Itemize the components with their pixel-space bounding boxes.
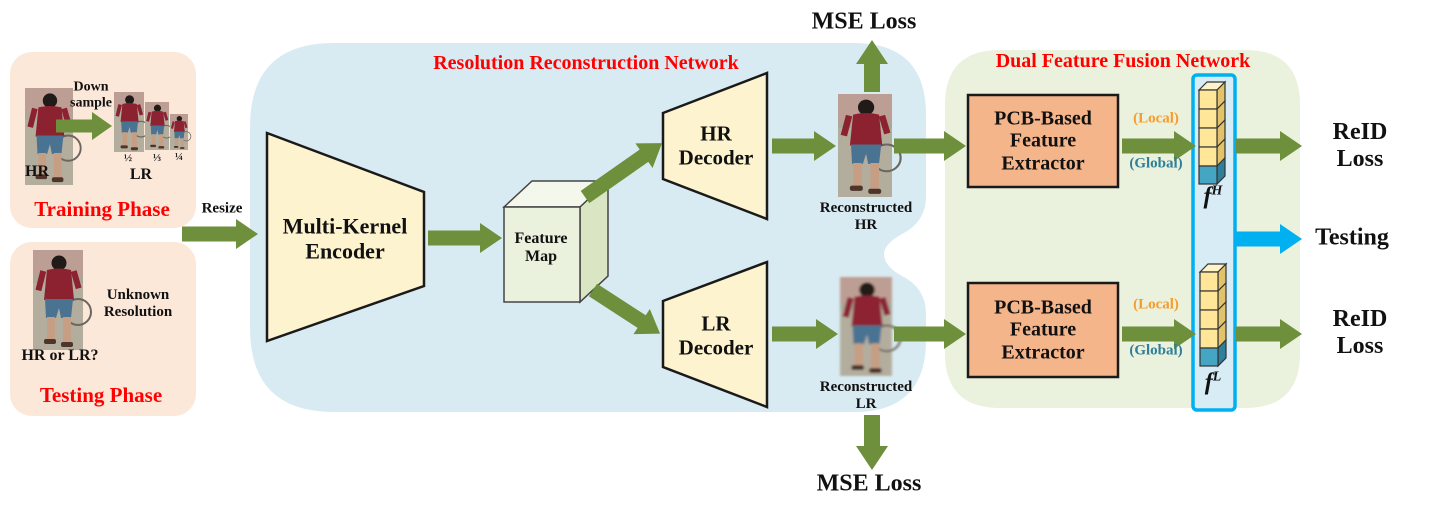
pcb-top-to-column-arrow bbox=[1122, 131, 1196, 161]
reid-top-arrow bbox=[1236, 131, 1302, 161]
featuremap-to-hrdecoder-arrow bbox=[580, 143, 663, 204]
reid-bottom-arrow bbox=[1236, 319, 1302, 349]
pcb-extractor-bottom-block bbox=[966, 281, 1120, 379]
pcb-bottom-to-column-arrow bbox=[1122, 319, 1196, 349]
lrdecoder-to-image-arrow bbox=[772, 319, 838, 349]
pcb-extractor-top-block bbox=[966, 93, 1120, 189]
reconstructed-lr-photo bbox=[838, 275, 902, 378]
reconstructed-hr-photo bbox=[836, 92, 902, 199]
hr-decoder-block bbox=[661, 71, 769, 221]
hr-photo bbox=[24, 87, 82, 186]
lr-photo-half bbox=[113, 91, 150, 153]
feature-map-cube bbox=[502, 179, 610, 304]
flow-arrows bbox=[56, 40, 1302, 470]
featuremap-to-lrdecoder-arrow bbox=[588, 283, 661, 335]
lr-decoder-block bbox=[661, 260, 769, 409]
hrimage-to-pcb-arrow bbox=[894, 131, 966, 161]
hrdecoder-to-image-arrow bbox=[772, 131, 836, 161]
lr-photo-third bbox=[144, 101, 174, 151]
feature-column-lr bbox=[1198, 262, 1228, 368]
downsample-arrow bbox=[56, 112, 112, 140]
testing-photo bbox=[32, 249, 92, 351]
mse-bottom-arrow bbox=[856, 415, 888, 470]
testing-arrow bbox=[1234, 224, 1302, 254]
feature-column-hr bbox=[1197, 80, 1227, 186]
mse-top-arrow bbox=[856, 40, 888, 92]
lr-photo-quarter bbox=[169, 113, 192, 151]
lrimage-to-pcb-arrow bbox=[894, 319, 966, 349]
resize-arrow bbox=[182, 219, 258, 249]
multi-kernel-encoder-block bbox=[265, 131, 426, 343]
encoder-to-featuremap-arrow bbox=[428, 223, 502, 253]
